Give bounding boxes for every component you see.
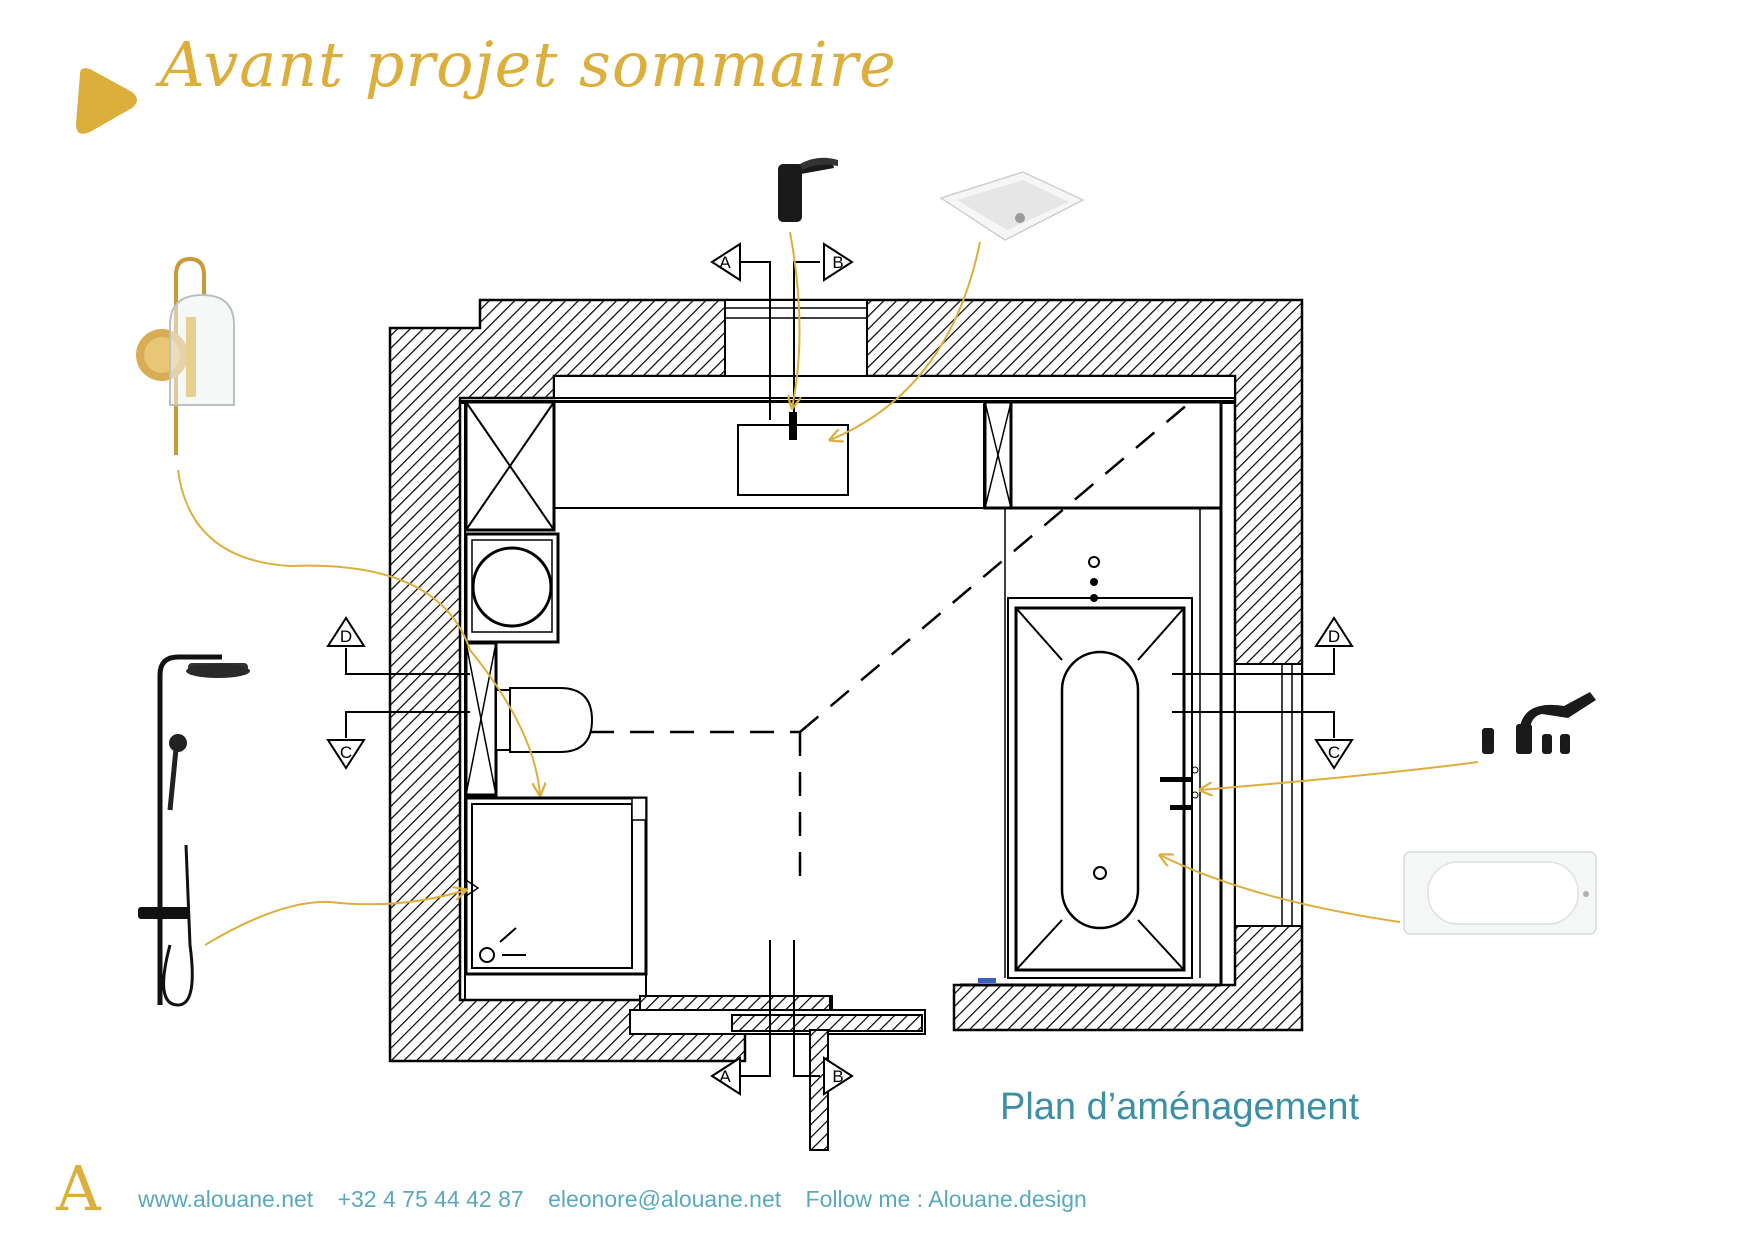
play-triangle-icon <box>76 68 137 134</box>
section-marker-c-right: C <box>1328 743 1340 762</box>
plan-caption: Plan d’aménagement <box>1000 1086 1360 1128</box>
wall-lamp-illustration <box>136 256 235 455</box>
toilet <box>509 687 594 753</box>
section-marker-c-left: C <box>340 743 352 762</box>
brand-logo-letter: A <box>56 1152 101 1225</box>
website-link[interactable]: www.alouane.net <box>138 1186 314 1212</box>
section-marker-b-top: B <box>832 253 843 272</box>
section-marker-d-left: D <box>340 627 352 646</box>
section-marker-a-top: A <box>719 253 731 272</box>
window-right <box>1234 663 1303 927</box>
bath-faucet-illustration <box>1482 692 1596 754</box>
washbasin-illustration <box>939 171 1085 241</box>
bathtub-illustration <box>1403 851 1597 935</box>
footer-contact: www.alouane.net +32 4 75 44 42 87 eleono… <box>138 1186 1105 1213</box>
page-title: Avant projet sommaire <box>160 28 897 101</box>
social-handle[interactable]: Follow me : Alouane.design <box>805 1186 1087 1212</box>
section-marker-a-bottom: A <box>719 1067 731 1086</box>
email-link[interactable]: eleonore@alouane.net <box>548 1186 782 1212</box>
section-marker-d-right: D <box>1328 627 1340 646</box>
section-marker-b-bottom: B <box>832 1067 843 1086</box>
shower-tray <box>464 796 648 976</box>
phone-number[interactable]: +32 4 75 44 42 87 <box>337 1186 524 1212</box>
shower-column-illustration <box>138 654 250 1007</box>
sink-faucet-illustration <box>778 157 838 222</box>
window-top <box>724 299 868 377</box>
bathtub <box>1007 556 1199 979</box>
